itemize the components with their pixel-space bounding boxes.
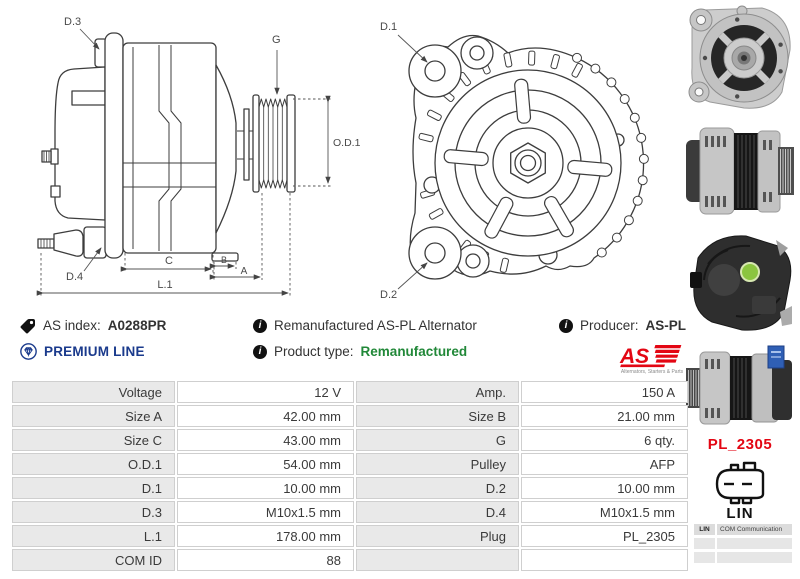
spec-value-cell: M10x1.5 mm bbox=[521, 501, 688, 523]
com-communication-table: LIN COM Communication bbox=[694, 524, 794, 566]
spec-value-cell: 43.00 mm bbox=[177, 429, 354, 451]
pulley-flange-right bbox=[286, 94, 296, 193]
as-index-value: A0288PR bbox=[107, 318, 167, 333]
producer-label: Producer: bbox=[579, 318, 639, 333]
spec-value-cell: M10x1.5 mm bbox=[177, 501, 354, 523]
dim-label-d4: D.4 bbox=[66, 271, 83, 283]
com-table-empty-row bbox=[694, 552, 794, 563]
pulley-flange-left bbox=[252, 94, 260, 193]
green-sticker bbox=[740, 262, 760, 282]
pulley-grooves-bottom bbox=[258, 179, 288, 189]
spec-label-cell: Plug bbox=[356, 525, 519, 547]
spec-value-cell: 21.00 mm bbox=[521, 405, 688, 427]
spec-label-cell: D.1 bbox=[12, 477, 175, 499]
dim-label-l1: L.1 bbox=[157, 279, 172, 291]
com-table-header-row: LIN COM Communication bbox=[694, 524, 794, 535]
spec-label-cell: Amp. bbox=[356, 381, 519, 403]
spec-value-cell: 12 V bbox=[177, 381, 354, 403]
product-photo-rear-angle bbox=[690, 235, 792, 331]
spec-label-cell: D.3 bbox=[12, 501, 175, 523]
com-description-cell: COM Communication bbox=[717, 524, 792, 535]
spec-value-cell: AFP bbox=[521, 453, 688, 475]
bottom-mount-ear bbox=[83, 226, 107, 259]
spec-table-wrap: Voltage 12 V Amp. 150 A Size A 42.00 mm … bbox=[10, 379, 690, 573]
product-photo-side-left bbox=[686, 345, 792, 425]
info-icon: i bbox=[253, 344, 267, 359]
spec-label-cell: Size C bbox=[12, 429, 175, 451]
spec-label-cell: Pulley bbox=[356, 453, 519, 475]
product-type-value: Remanufactured bbox=[360, 344, 468, 359]
tag-icon bbox=[20, 318, 35, 333]
spec-label-cell: L.1 bbox=[12, 525, 175, 547]
spec-label-cell: Size B bbox=[356, 405, 519, 427]
dim-label-d1: D.1 bbox=[380, 21, 397, 33]
table-row: Size A 42.00 mm Size B 21.00 mm bbox=[12, 405, 688, 427]
spec-value-cell: PL_2305 bbox=[521, 525, 688, 547]
logo-tagline: Alternators, Starters & Parts bbox=[621, 369, 684, 375]
info-icon: i bbox=[558, 318, 573, 333]
table-row: L.1 178.00 mm Plug PL_2305 bbox=[12, 525, 688, 547]
info-middle-column: i Remanufactured AS-PL Alternator i Prod… bbox=[253, 317, 477, 369]
mounting-flange bbox=[104, 32, 124, 259]
dim-label-g: G bbox=[272, 34, 281, 46]
spec-label-cell: COM ID bbox=[12, 549, 175, 571]
table-row: COM ID 88 bbox=[12, 549, 688, 571]
spec-value-cell: 178.00 mm bbox=[177, 525, 354, 547]
logo-text: AS bbox=[619, 345, 649, 368]
pulley-grooves-top bbox=[258, 98, 288, 108]
spec-value-cell: 88 bbox=[177, 549, 354, 571]
spec-label-cell: G bbox=[356, 429, 519, 451]
as-pl-logo: AS Alternators, Starters & Parts bbox=[619, 345, 684, 375]
dim-label-c: C bbox=[165, 255, 173, 267]
spec-label-cell: Voltage bbox=[12, 381, 175, 403]
spec-label-cell: D.2 bbox=[356, 477, 519, 499]
info-icon: i bbox=[253, 318, 267, 333]
info-right-column: i Producer: AS-PL AS Alternators, Starte… bbox=[558, 317, 687, 380]
dim-label-d2: D.2 bbox=[380, 289, 397, 301]
dim-label-d3: D.3 bbox=[64, 16, 81, 28]
connector-type-label: LIN bbox=[726, 505, 754, 522]
technical-drawing-side-view: D.3 G O.D.1 D.4 C B A L.1 bbox=[36, 16, 361, 296]
table-row: D.1 10.00 mm D.2 10.00 mm bbox=[12, 477, 688, 499]
com-protocol-cell: LIN bbox=[694, 524, 715, 535]
product-photo-side-right bbox=[686, 127, 794, 215]
bearing-cone bbox=[215, 64, 237, 234]
rear-housing bbox=[54, 66, 106, 221]
spec-label-cell: D.4 bbox=[356, 501, 519, 523]
dim-label-od1: O.D.1 bbox=[333, 137, 361, 149]
spec-value-cell: 54.00 mm bbox=[177, 453, 354, 475]
plug-connector-diagram bbox=[715, 461, 765, 505]
spec-value-cell: 6 qty. bbox=[521, 429, 688, 451]
technical-drawing-front-view: D.1 D.2 bbox=[380, 21, 649, 301]
spec-value-cell: 150 A bbox=[521, 381, 688, 403]
as-index-label: AS index: bbox=[43, 318, 101, 333]
product-photo-front bbox=[688, 5, 791, 109]
spec-label-cell bbox=[356, 549, 519, 571]
spec-value-cell: 10.00 mm bbox=[521, 477, 688, 499]
product-type-label: Product type: bbox=[274, 344, 354, 359]
spec-value-cell: 10.00 mm bbox=[177, 477, 354, 499]
premium-line-label: PREMIUM LINE bbox=[44, 344, 145, 359]
product-description: Remanufactured AS-PL Alternator bbox=[274, 318, 477, 333]
table-row: D.3 M10x1.5 mm D.4 M10x1.5 mm bbox=[12, 501, 688, 523]
com-table-empty-row bbox=[694, 538, 794, 549]
spec-label-cell: O.D.1 bbox=[12, 453, 175, 475]
info-left-column: AS index: A0288PR PREMIUM LINE bbox=[20, 317, 166, 369]
spec-table: Voltage 12 V Amp. 150 A Size A 42.00 mm … bbox=[10, 379, 690, 573]
table-row: Size C 43.00 mm G 6 qty. bbox=[12, 429, 688, 451]
spec-label-cell: Size A bbox=[12, 405, 175, 427]
dim-label-a: A bbox=[241, 266, 248, 277]
spec-value-cell bbox=[521, 549, 688, 571]
spec-value-cell: 42.00 mm bbox=[177, 405, 354, 427]
diamond-icon bbox=[20, 343, 37, 360]
product-photo-column: PL_2305 LIN LIN COM Communic bbox=[684, 0, 796, 579]
producer-value: AS-PL bbox=[645, 318, 687, 333]
dim-label-b: B bbox=[221, 255, 227, 265]
table-row: Voltage 12 V Amp. 150 A bbox=[12, 381, 688, 403]
plug-code-label: PL_2305 bbox=[707, 436, 773, 453]
table-row: O.D.1 54.00 mm Pulley AFP bbox=[12, 453, 688, 475]
